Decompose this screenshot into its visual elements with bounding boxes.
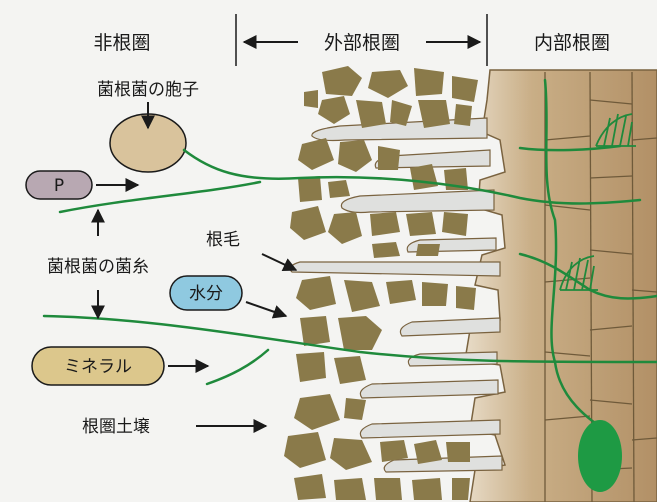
phosphorus-label: P	[54, 176, 64, 196]
root-hair	[340, 189, 495, 214]
vesicle	[578, 420, 622, 492]
arrow-icon	[245, 301, 288, 319]
soil-label: 根圏土壌	[82, 417, 150, 437]
root-hair	[289, 261, 501, 277]
zone-non-rhizosphere: 非根圏	[93, 32, 150, 54]
water-badge	[169, 275, 243, 311]
hypha	[518, 144, 622, 152]
arbuscule	[595, 113, 636, 147]
water-label: 水分	[189, 284, 223, 304]
root-hair	[399, 317, 501, 337]
root-hair	[359, 379, 499, 399]
mineral-badge	[31, 346, 165, 386]
hypha	[182, 148, 642, 205]
zone-ecto-rhizosphere: 外部根圏	[324, 32, 400, 54]
hypha	[205, 348, 270, 386]
label-arrows	[91, 102, 298, 433]
soil-particles	[284, 66, 478, 500]
arbuscule	[559, 255, 598, 291]
root-hair-label: 根毛	[206, 230, 240, 250]
root-hair	[359, 419, 501, 439]
spore-label: 菌根菌の胞子	[97, 80, 199, 100]
zone-endo-rhizosphere: 内部根圏	[534, 32, 610, 54]
arrow-icon	[261, 253, 298, 271]
root-hair	[383, 455, 503, 473]
hypha	[58, 180, 262, 214]
phosphorus-badge	[25, 170, 93, 200]
hypha	[42, 314, 657, 364]
minerals-label: ミネラル	[64, 357, 132, 377]
hypha	[543, 78, 610, 434]
zone-dividers	[235, 14, 488, 66]
hyphae-label: 菌根菌の菌糸	[47, 257, 149, 277]
hyphae-network	[42, 78, 657, 434]
arbuscules	[559, 113, 636, 291]
